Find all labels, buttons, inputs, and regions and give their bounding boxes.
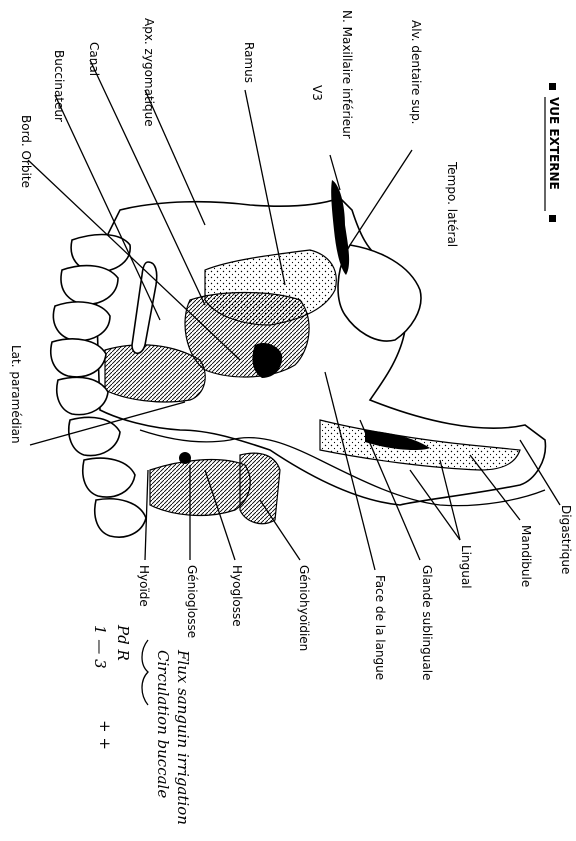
label-text: Ramus (242, 42, 256, 83)
label-alveolar: Alv. dentaire sup. (409, 20, 423, 125)
label-text: Géniohyoïdien (297, 565, 311, 651)
label-apex-zygomaticus: Apx. zygomatique (142, 18, 156, 127)
label-geniohyoid: Géniohyoïdien (297, 565, 311, 651)
view-title-group: VUE EXTERNE (545, 83, 561, 222)
tooth (69, 417, 120, 455)
skull-drawing (51, 180, 546, 537)
label-text: Face de la langue (373, 575, 387, 680)
label-text: Hyoïde (137, 565, 151, 607)
label-lat-paramedian: Lat. paramédian (9, 345, 23, 444)
handwritten-text: Flux sanguin irrigation (174, 649, 192, 825)
label-text: Mandibule (519, 525, 533, 587)
handwritten-note: 1 — 3 (91, 625, 109, 669)
tooth (95, 499, 146, 537)
masseter-muscle (185, 293, 309, 377)
bullet-square-icon (549, 215, 556, 222)
handwritten-note: Circulation buccale (154, 650, 172, 798)
label-maxillary-bone: Canal (87, 42, 101, 76)
label-sublingual: Glande sublinguale (420, 565, 434, 680)
label-lingual: Lingual (459, 545, 473, 589)
hyoid-block (240, 453, 280, 524)
label-text: Canal (87, 42, 101, 76)
label-text: Génioglosse (185, 565, 199, 638)
handwritten-text: 1 — 3 (91, 625, 109, 669)
label-temporal: Tempo. latéral (445, 161, 459, 247)
leader-line (350, 150, 412, 245)
label-nerve: N. Maxillaire inférieur (340, 10, 354, 139)
label-genioglossus: Génioglosse (185, 565, 199, 638)
label-text: Alv. dentaire sup. (409, 20, 423, 125)
digastric-block (150, 460, 250, 516)
label-text: Lingual (459, 545, 473, 589)
label-text: V3 (310, 85, 324, 101)
leader-line (260, 500, 300, 560)
label-hyoglossus: Hyoglosse (230, 565, 244, 627)
label-orbital: Bord. Orbite (19, 115, 33, 188)
label-tongue: Face de la langue (373, 575, 387, 680)
vessel-dot (179, 452, 191, 464)
handwritten-notes: 1 — 3 Pd R Circulation buccale Flux sang… (91, 624, 192, 825)
handwritten-brace (142, 640, 148, 705)
label-v3: V3 (310, 85, 324, 101)
label-text: Bord. Orbite (19, 115, 33, 188)
handwritten-text: Pd R (114, 624, 132, 661)
label-text: Buccinateur (52, 50, 66, 122)
view-title: VUE EXTERNE (547, 97, 561, 190)
tooth (51, 339, 106, 377)
label-text: Apx. zygomatique (142, 18, 156, 127)
label-hyoid-left: Hyoïde (137, 565, 151, 607)
label-text: Glande sublinguale (420, 565, 434, 680)
label-text: Tempo. latéral (445, 161, 459, 247)
label-buccinator: Buccinateur (52, 50, 66, 122)
label-text: Hyoglosse (230, 565, 244, 627)
handwritten-note: Flux sanguin irrigation (174, 649, 192, 825)
bullet-square-icon (549, 83, 556, 90)
handwritten-text: Circulation buccale (154, 650, 172, 798)
label-text: Digastrique (559, 505, 573, 574)
handwritten-text: + + (96, 720, 114, 750)
label-ramus: Ramus (242, 42, 256, 83)
handwritten-note: + + (96, 720, 114, 750)
label-digastric: Digastrique (559, 505, 573, 574)
handwritten-note: Pd R (114, 624, 132, 661)
tooth (83, 458, 135, 497)
label-mandible: Mandibule (519, 525, 533, 587)
label-text: N. Maxillaire inférieur (340, 10, 354, 139)
label-text: Lat. paramédian (9, 345, 23, 444)
